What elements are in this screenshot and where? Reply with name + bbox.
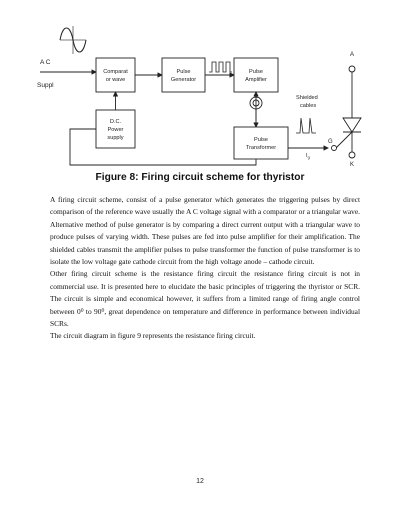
gate-current-label: Ig — [306, 153, 310, 160]
pulse-amplifier-label-2: Amplifier — [245, 77, 267, 83]
page-number: 12 — [196, 478, 204, 485]
shielded-label-1: Shielded — [296, 95, 318, 101]
pulse-generator-label-1: Pulse — [177, 69, 191, 75]
anode-terminal — [348, 65, 356, 73]
cathode-terminal — [348, 151, 356, 159]
transformer-label-1: Pulse — [254, 137, 268, 143]
transformer-label-2: Transformer — [246, 145, 276, 151]
pulse-amplifier-label-1: Pulse — [249, 69, 263, 75]
ac-label: A C — [40, 59, 51, 66]
body-text: A firing circuit scheme, consist of a pu… — [50, 194, 360, 343]
ac-supply-symbol — [59, 26, 87, 54]
dc-label-2: Power — [108, 127, 124, 133]
shielded-label-2: cables — [300, 103, 316, 109]
gate-label: G — [328, 139, 333, 145]
thyristor-symbol — [331, 72, 362, 152]
dc-power-supply-block — [95, 109, 136, 149]
pulse-generator-label-2: Generator — [171, 77, 196, 83]
gate-pulse-symbol — [296, 117, 316, 134]
figure-caption: Figure 8: Firing circuit scheme for thyr… — [95, 172, 305, 183]
cathode-label: K — [350, 162, 354, 168]
pulse-amplifier-block — [233, 57, 279, 93]
paragraph-2: Other firing circuit scheme is the resis… — [50, 269, 360, 329]
pulse-transformer-block — [233, 126, 289, 160]
pulse-train-symbol — [209, 61, 232, 73]
dc-label-3: supply — [107, 135, 123, 141]
dc-label-1: D.C. — [110, 119, 122, 125]
anode-label: A — [350, 52, 354, 58]
supply-label: Suppl — [37, 82, 54, 89]
paragraph-3: The circuit diagram in figure 9 represen… — [50, 331, 256, 341]
comparator-label-1: Comparat — [103, 69, 128, 75]
paragraph-1: A firing circuit scheme, consist of a pu… — [50, 195, 360, 267]
comparator-label-2: or wave — [106, 77, 126, 83]
pulse-generator-block — [161, 57, 206, 93]
comparator-block — [95, 57, 136, 93]
firing-circuit-diagram: A C Suppl Comparat or wave Pulse Generat… — [37, 26, 362, 168]
